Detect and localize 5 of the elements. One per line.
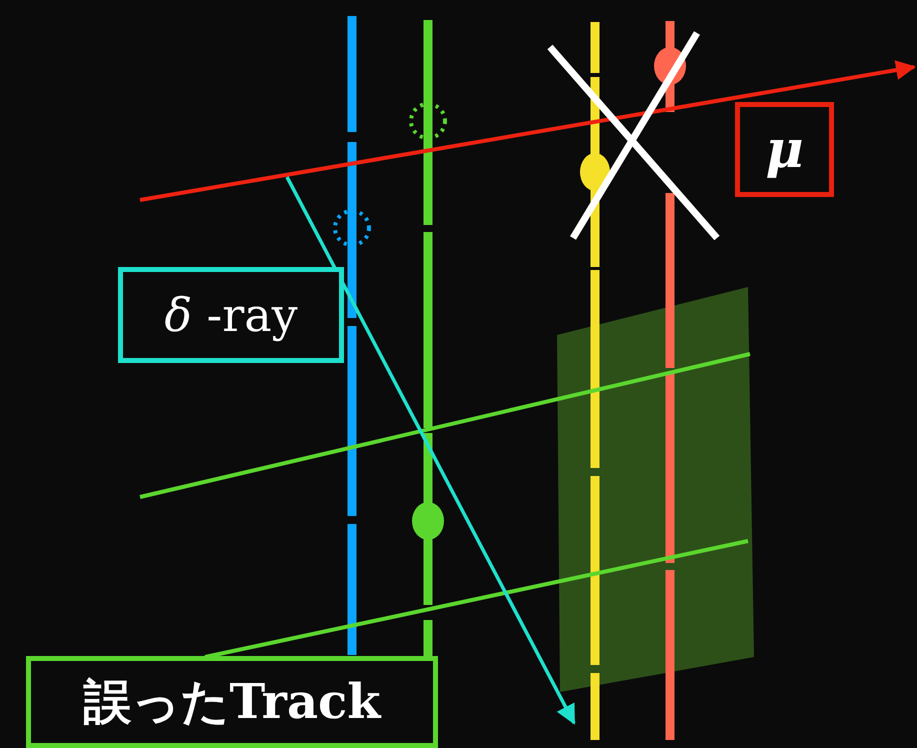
label-box [118,267,344,363]
label-box [26,656,438,748]
label-text: 誤ったTrack [83,678,381,726]
label-box [735,102,834,197]
label-text: μ [765,124,804,176]
